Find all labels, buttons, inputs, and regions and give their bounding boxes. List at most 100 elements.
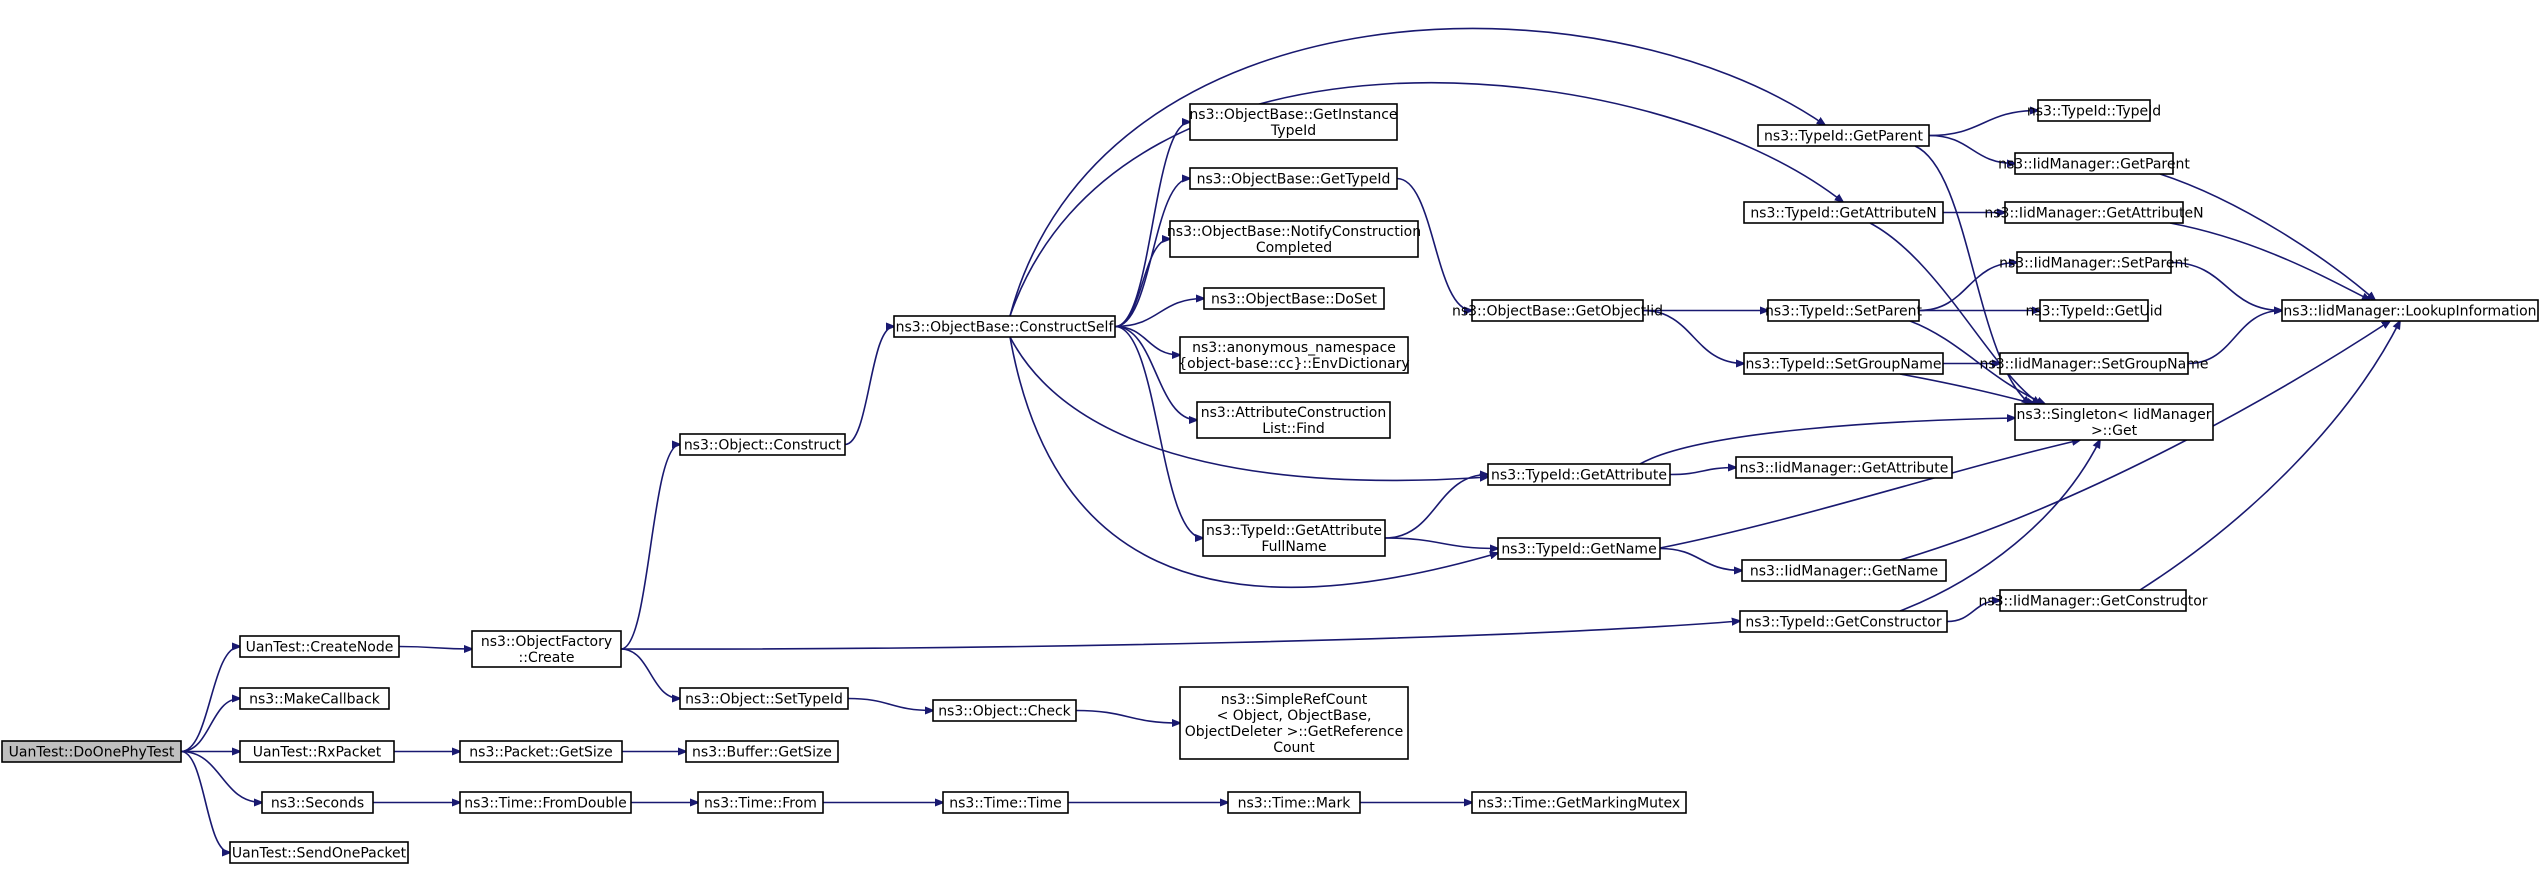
function-node[interactable]: ns3::IidManager::SetParent <box>1999 251 2189 274</box>
edge-arrow <box>2159 173 2375 300</box>
function-node[interactable]: ns3::Object::SetTypeId <box>679 687 849 710</box>
node-box <box>679 433 846 456</box>
node-label: ns3::TypeId::SetGroupName <box>1745 357 1941 373</box>
edge-n13-n22 <box>1114 325 1203 539</box>
function-node[interactable]: ns3::ObjectBase::DoSet <box>1203 287 1385 310</box>
node-label: ns3::IidManager::LookupInformation <box>2283 304 2536 320</box>
node-box <box>685 740 839 763</box>
edge-n0-n4 <box>180 750 262 803</box>
function-node[interactable]: ns3::TypeId::GetAttributeN <box>1743 201 1944 224</box>
function-node[interactable]: ns3::IidManager::GetAttribute <box>1735 456 1953 479</box>
node-label: ns3::Time::GetMarkingMutex <box>1478 796 1680 812</box>
edge-arrow <box>1899 440 2100 612</box>
function-node[interactable]: ns3::Seconds <box>261 791 374 814</box>
function-node[interactable]: ns3::Singleton< IidManager >::Get <box>2014 403 2214 441</box>
function-node[interactable]: ns3::MakeCallback <box>239 687 390 710</box>
function-node[interactable]: ns3::Object::Construct <box>679 433 846 456</box>
edge-arrow <box>1009 27 1825 317</box>
node-label: ns3::Object::Construct <box>684 438 842 454</box>
node-box <box>471 630 622 668</box>
node-label: ns3::TypeId::SetParent <box>1765 304 1922 320</box>
function-node[interactable]: ns3::TypeId::GetUid <box>2025 299 2163 322</box>
function-node[interactable]: ns3::ObjectBase::GetTypeId <box>1189 167 1398 190</box>
node-label: >::Get <box>2091 423 2138 439</box>
edge-arrow <box>180 750 262 803</box>
node-label: ns3::Object::Check <box>938 704 1071 720</box>
function-node[interactable]: ns3::TypeId::GetName <box>1497 537 1661 560</box>
node-label: ns3::TypeId::GetConstructor <box>1745 615 1941 631</box>
function-node[interactable]: ns3::IidManager::GetParent <box>1998 152 2190 175</box>
function-node[interactable]: ns3::IidManager::GetAttributeN <box>1984 201 2204 224</box>
node-box <box>2281 299 2539 322</box>
edge-arrow <box>1918 263 2017 312</box>
function-node[interactable]: ns3::TypeId::TypeId <box>2027 99 2161 122</box>
function-node[interactable]: ns3::ObjectBase::ConstructSelf <box>893 315 1116 338</box>
function-node[interactable]: ns3::Time::GetMarkingMutex <box>1471 791 1687 814</box>
function-node[interactable]: ns3::Time::From <box>697 791 824 814</box>
function-node[interactable]: ns3::ObjectBase::GetObjectIid <box>1452 299 1663 322</box>
function-node[interactable]: ns3::TypeId::GetAttribute <box>1487 463 1671 486</box>
function-node[interactable]: ns3::Object::Check <box>932 699 1077 722</box>
function-node[interactable]: ns3::Buffer::GetSize <box>685 740 839 763</box>
node-box <box>1202 519 1386 557</box>
edge-arrow <box>1928 111 2038 137</box>
node-label: ns3::TypeId::GetUid <box>2025 304 2162 320</box>
node-box <box>1757 124 1930 147</box>
function-node[interactable]: ns3::TypeId::GetConstructor <box>1739 610 1948 633</box>
function-node[interactable]: ns3::ObjectBase::NotifyConstructionCompl… <box>1167 220 1421 258</box>
function-node[interactable]: ns3::IidManager::LookupInformation <box>2281 299 2539 322</box>
edge-arrow <box>620 445 680 650</box>
function-node[interactable]: ns3::Time::Time <box>942 791 1069 814</box>
edge-arrow <box>1075 709 1180 724</box>
function-node[interactable]: ns3::SimpleRefCount< Object, ObjectBase,… <box>1179 686 1409 760</box>
edge-arrow <box>620 648 680 699</box>
function-node[interactable]: UanTest::RxPacket <box>239 740 395 763</box>
edge-n27-n42 <box>1659 547 1742 571</box>
function-node[interactable]: ns3::anonymous_namespace{object-base::cc… <box>1178 336 1410 374</box>
edge-arrow <box>2170 261 2282 311</box>
edge-n33-n40 <box>1899 440 2100 612</box>
node-label: ns3::ObjectBase::GetInstance <box>1189 107 1397 123</box>
edge-n13-n30 <box>1009 81 1843 317</box>
node-label: ns3::Time::Time <box>949 796 1061 812</box>
edge-n29-n34 <box>1928 111 2038 137</box>
node-box <box>261 791 374 814</box>
node-box <box>1471 791 1687 814</box>
function-node[interactable]: ns3::Time::FromDouble <box>459 791 632 814</box>
node-box <box>1999 352 2189 375</box>
node-label: ns3::SimpleRefCount <box>1221 692 1368 708</box>
function-node[interactable]: ns3::TypeId::GetParent <box>1757 124 1930 147</box>
node-box <box>1767 299 1920 322</box>
edge-arrow <box>1114 325 1197 421</box>
edge-n0-n1 <box>180 647 240 753</box>
function-node[interactable]: ns3::Packet::GetSize <box>459 740 623 763</box>
edge-arrow <box>180 699 240 753</box>
root-function-node[interactable]: UanTest::DoOnePhyTest <box>1 740 182 763</box>
node-box <box>1741 559 1947 582</box>
node-label: ns3::IidManager::GetAttributeN <box>1984 206 2203 222</box>
function-node[interactable]: ns3::Time::Mark <box>1227 791 1361 814</box>
node-label: ns3::IidManager::GetParent <box>1998 157 2190 173</box>
function-node[interactable]: UanTest::SendOnePacket <box>229 841 409 864</box>
node-label: ns3::MakeCallback <box>249 692 381 708</box>
node-label: UanTest::RxPacket <box>253 745 382 761</box>
function-node[interactable]: ns3::IidManager::SetGroupName <box>1980 352 2209 375</box>
node-box <box>1227 791 1361 814</box>
function-node[interactable]: ns3::ObjectFactory::Create <box>471 630 622 668</box>
node-label: {object-base::cc}::EnvDictionary <box>1178 356 1409 372</box>
function-node[interactable]: ns3::TypeId::SetParent <box>1765 299 1922 322</box>
function-node[interactable]: UanTest::CreateNode <box>239 635 400 658</box>
edge-n26-n40 <box>1639 418 2015 465</box>
edge-n32-n40 <box>1899 373 2035 404</box>
node-box <box>1739 610 1948 633</box>
edge-arrow <box>180 750 230 853</box>
function-node[interactable]: ns3::IidManager::GetName <box>1741 559 1947 582</box>
function-node[interactable]: ns3::TypeId::SetGroupName <box>1743 352 1944 375</box>
node-box <box>2039 299 2149 322</box>
edge-arrow <box>398 647 472 650</box>
function-node[interactable]: ns3::IidManager::GetConstructor <box>1978 589 2208 612</box>
